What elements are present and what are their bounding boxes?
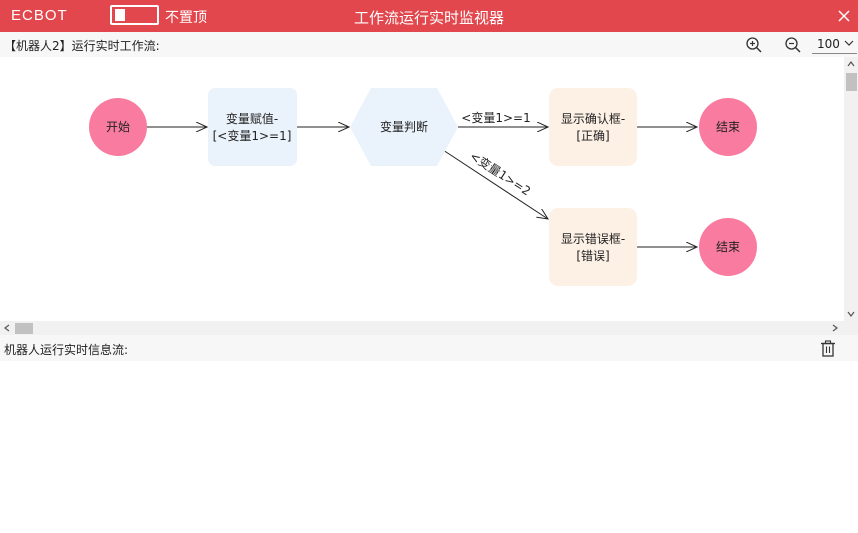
error-node-label-line1: 显示错误框-	[561, 232, 625, 246]
chevron-down-icon	[844, 40, 854, 46]
error-dialog-node[interactable]: 显示错误框- [错误]	[549, 208, 637, 286]
edge-label-cond2: <变量1>=2	[467, 148, 533, 198]
assign-node[interactable]: 变量赋值- [<变量1>=1]	[208, 88, 297, 166]
horizontal-scroll-thumb[interactable]	[15, 323, 33, 334]
start-node-label: 开始	[106, 120, 130, 134]
pin-toggle-knob	[115, 9, 125, 21]
assign-node-label-line1: 变量赋值-	[226, 111, 278, 126]
title-bar: ECBOT 不置顶 工作流运行实时监视器	[0, 0, 858, 32]
confirm-dialog-node[interactable]: 显示确认框- [正确]	[549, 88, 637, 166]
end-node-1[interactable]: 结束	[699, 98, 757, 156]
pin-toggle[interactable]	[110, 5, 159, 25]
clear-log-button[interactable]	[820, 340, 836, 357]
arrow-left-icon[interactable]	[0, 321, 14, 335]
vertical-scroll-thumb[interactable]	[846, 73, 857, 91]
zoom-value: 100	[817, 37, 840, 51]
workflow-header: 【机器人2】运行实时工作流: 100	[0, 32, 858, 57]
assign-node-label-line2: [<变量1>=1]	[213, 128, 292, 143]
zoom-in-button[interactable]	[745, 36, 763, 54]
horizontal-scrollbar[interactable]	[0, 321, 858, 335]
info-stream-header: 机器人运行实时信息流:	[0, 335, 858, 361]
start-node[interactable]: 开始	[89, 98, 147, 156]
pin-toggle-label: 不置顶	[165, 10, 207, 26]
error-node-label-line2: [错误]	[576, 249, 609, 263]
confirm-node-label-line2: [正确]	[576, 129, 609, 143]
edge-label-cond1: <变量1>=1	[461, 110, 530, 125]
end-node-2[interactable]: 结束	[699, 218, 757, 276]
close-button[interactable]	[832, 4, 856, 28]
arrow-down-icon[interactable]	[844, 307, 858, 321]
zoom-in-icon	[746, 37, 762, 53]
edge-judge-error	[442, 149, 548, 219]
end-node-2-label: 结束	[716, 240, 740, 254]
workflow-canvas[interactable]: <变量1>=1 <变量1>=2 开始 变量赋值- [<变量1>=1] 变量判断	[0, 57, 844, 321]
info-stream-title: 机器人运行实时信息流:	[4, 343, 129, 357]
arrow-up-icon[interactable]	[844, 57, 858, 71]
zoom-out-button[interactable]	[784, 36, 802, 54]
info-stream-log[interactable]	[0, 361, 858, 533]
zoom-select[interactable]: 100	[812, 36, 857, 54]
confirm-node-label-line1: 显示确认框-	[561, 112, 625, 126]
zoom-out-icon	[785, 37, 801, 53]
close-icon	[838, 10, 850, 22]
judge-node[interactable]: 变量判断	[350, 88, 458, 166]
judge-node-label: 变量判断	[380, 119, 428, 134]
arrow-right-icon[interactable]	[828, 321, 842, 335]
end-node-1-label: 结束	[716, 120, 740, 134]
vertical-scrollbar[interactable]	[844, 57, 858, 321]
trash-icon	[821, 340, 835, 357]
app-logo: ECBOT	[11, 7, 68, 24]
workflow-title: 【机器人2】运行实时工作流:	[4, 39, 160, 53]
